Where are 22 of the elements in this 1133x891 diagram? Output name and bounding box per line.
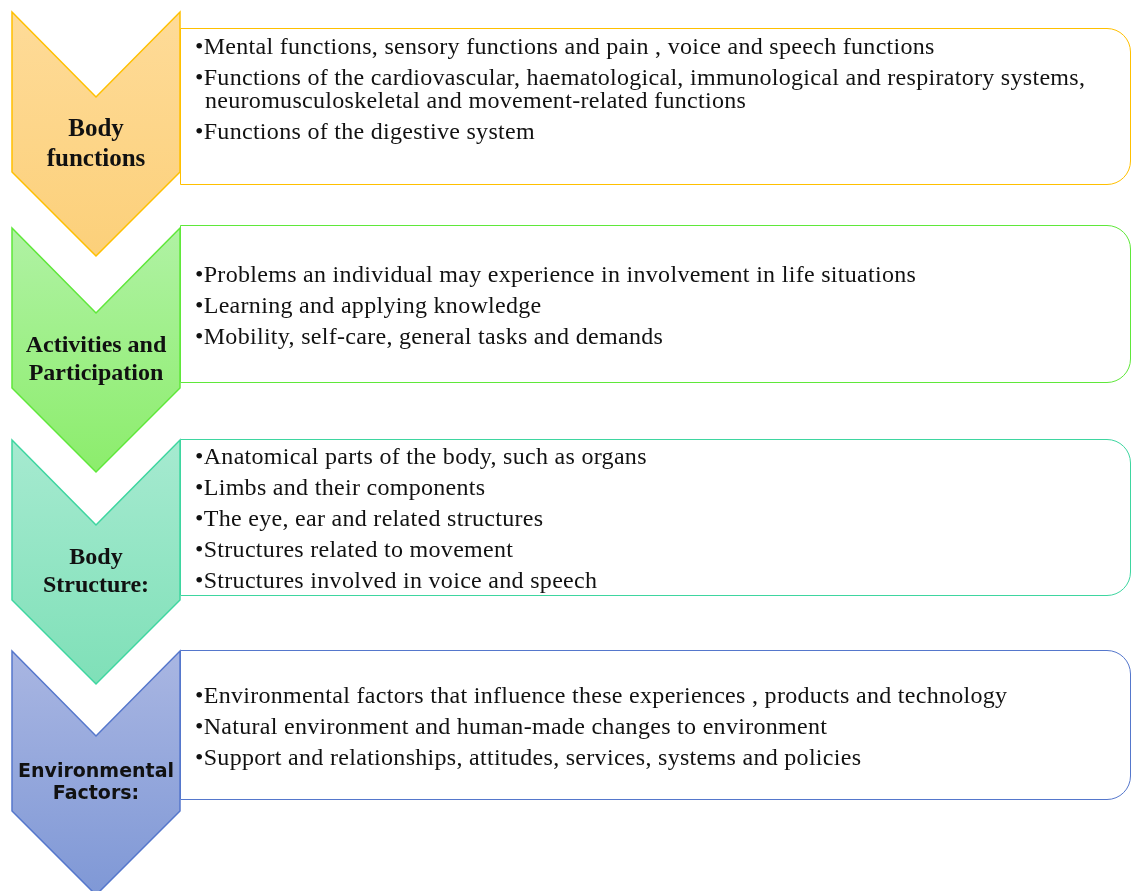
bullet-item: •Anatomical parts of the body, such as organs (195, 445, 648, 468)
bullet-item: •Functions of the cardiovascular, haematological, immunological and respiratory systems, neuromusculoskeletal and movement-related functions (195, 66, 1087, 112)
bullet-item: •Learning and applying knowledge (195, 293, 543, 317)
bullet-item: •Structures involved in voice and speech (195, 569, 599, 592)
content-card (180, 650, 1131, 800)
bullet-item: •Limbs and their components (195, 476, 487, 499)
bullet-item: •Structures related to movement (195, 538, 515, 561)
bullet-item: •Mental functions, sensory functions and pain , voice and speech functions (195, 35, 936, 58)
bullet-item: •Functions of the digestive system (195, 120, 536, 143)
bullet-item: •The eye, ear and related structures (195, 507, 545, 530)
bullet-item: •Mobility, self-care, general tasks and demands (195, 324, 665, 348)
content-card (180, 225, 1131, 383)
section-heading: Activities and Participation (24, 329, 168, 388)
section-heading: Body functions (45, 112, 147, 173)
section-heading: Body Structure: (41, 541, 151, 600)
section-heading: Environmental Factors: (17, 758, 175, 805)
content-card (180, 439, 1131, 596)
bullet-item: •Natural environment and human-made changes to environment (195, 714, 829, 738)
bullet-item: •Environmental factors that influence these experiences , products and technology (195, 683, 1009, 707)
content-card (180, 28, 1131, 185)
bullet-item: •Support and relationships, attitudes, services, systems and policies (195, 745, 863, 769)
bullet-item: •Problems an individual may experience in involvement in life situations (195, 262, 918, 286)
